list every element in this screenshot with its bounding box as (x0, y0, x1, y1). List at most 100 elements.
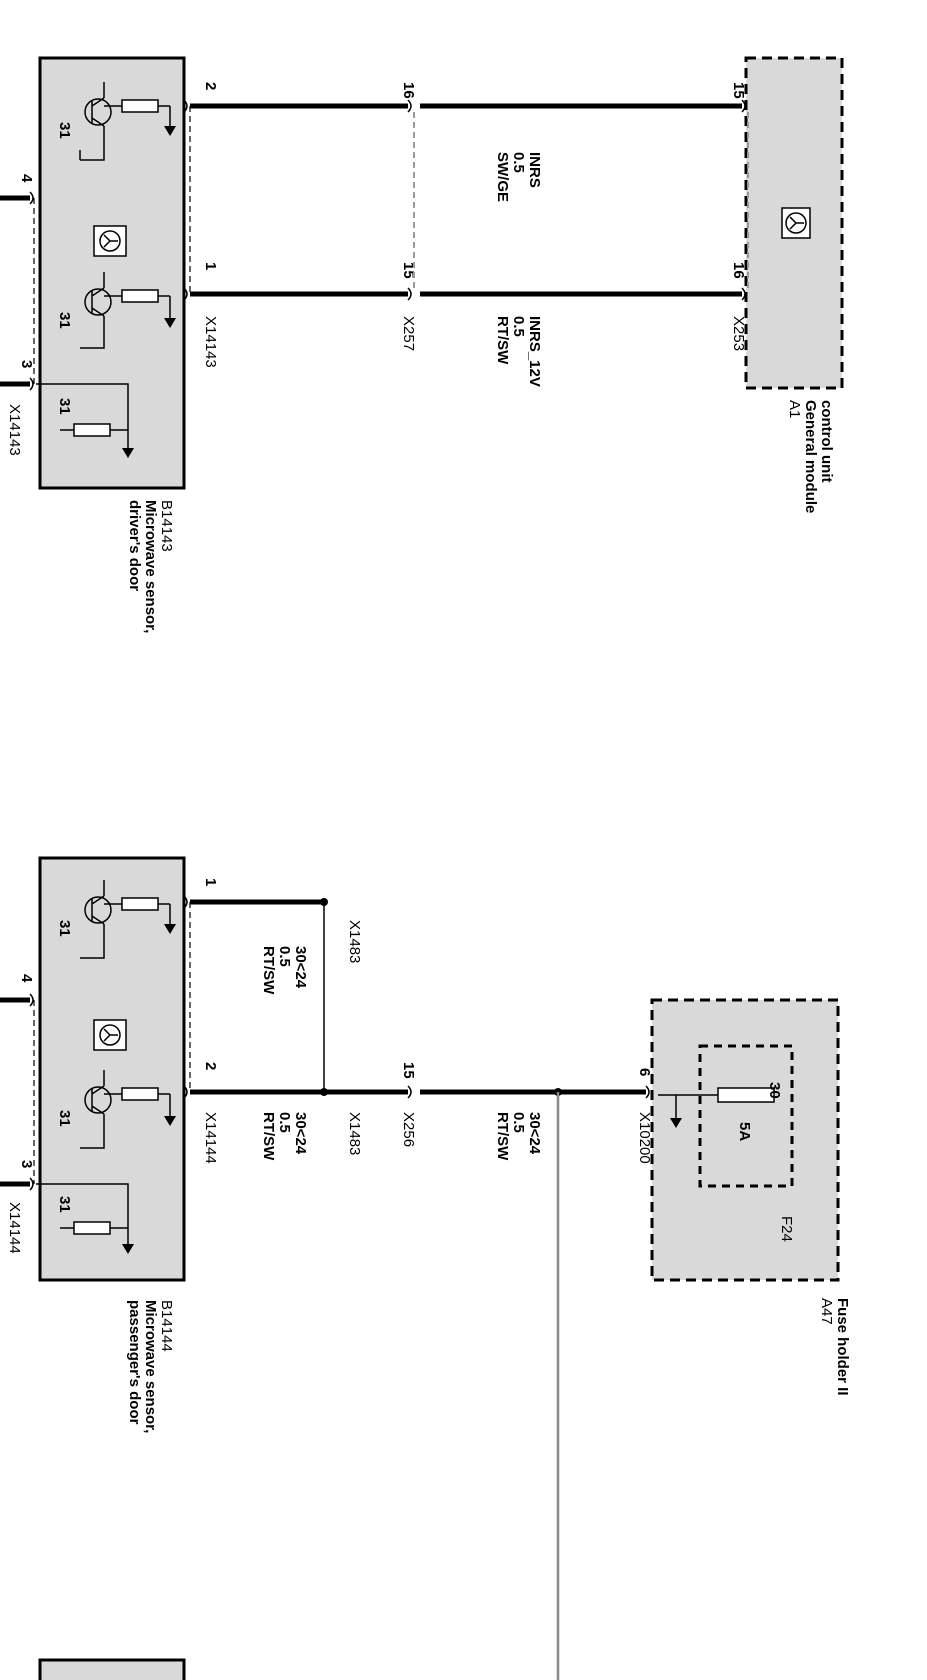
svg-text:X1483: X1483 (346, 920, 363, 963)
svg-text:X14144: X14144 (6, 1202, 23, 1254)
x1483-label-a: X1483 (346, 920, 363, 963)
b14143-pin-bottom: 1 (202, 262, 219, 270)
svg-text:15: 15 (400, 1062, 417, 1079)
svg-text:X14143: X14143 (202, 316, 219, 368)
svg-text:Microwave sensor,: Microwave sensor, (142, 1300, 159, 1433)
svg-text:15: 15 (400, 262, 417, 279)
svg-text:3: 3 (18, 360, 35, 368)
svg-text:30<24: 30<24 (526, 1112, 543, 1155)
wire-30-24-pin1[interactable] (190, 898, 328, 1092)
svg-text:B14143: B14143 (158, 500, 175, 552)
a1-pin-bottom: 16 (730, 262, 747, 279)
wire-inrs-12v-label: INRS_12V 0.5 RT/SW (494, 316, 543, 387)
svg-text:RT/SW: RT/SW (494, 1112, 511, 1161)
resistor-icon (36, 1183, 134, 1254)
svg-text:Microwave sensor,: Microwave sensor, (142, 500, 159, 633)
svg-text:X14144: X14144 (202, 1112, 219, 1164)
svg-text:0.5: 0.5 (510, 1112, 527, 1133)
wire-inrs[interactable] (190, 99, 746, 113)
svg-text:0.5: 0.5 (510, 152, 527, 173)
svg-text:F24: F24 (778, 1216, 795, 1242)
x14144-label-top: X14144 (202, 1112, 219, 1164)
svg-text:1: 1 (202, 262, 219, 270)
b14143-label: B14143 Microwave sensor, driver's door (126, 500, 175, 633)
ground-symbol-icon (93, 225, 127, 257)
svg-text:Fuse holder II: Fuse holder II (834, 1298, 851, 1396)
svg-text:4: 4 (18, 174, 35, 183)
transistor-icon (80, 880, 176, 959)
svg-text:X14143: X14143 (6, 404, 23, 456)
svg-text:X256: X256 (400, 1112, 417, 1147)
b14143-ground-3: 31 (56, 398, 73, 415)
ground-symbol-icon (781, 207, 811, 239)
x257-pin-top: 16 (400, 82, 417, 99)
b14144-pin-bottom: 2 (202, 1062, 219, 1070)
svg-text:15: 15 (730, 82, 747, 99)
svg-text:31: 31 (56, 312, 73, 329)
fuse-icon (658, 1087, 775, 1128)
next-component-partial (38, 1658, 186, 1680)
a1-label: A1 General module control unit (786, 400, 835, 513)
svg-text:31: 31 (56, 398, 73, 415)
wire-inrs-12v[interactable] (190, 287, 746, 301)
b14143-pin-left-upper: 4 (18, 174, 35, 183)
svg-text:RT/SW: RT/SW (260, 946, 277, 995)
svg-text:INRS_12V: INRS_12V (526, 316, 543, 387)
wire-30-24-main[interactable] (190, 1085, 650, 1099)
x257-label: X257 (400, 316, 417, 351)
svg-text:X253: X253 (730, 316, 747, 351)
svg-text:2: 2 (202, 1062, 219, 1070)
wire-30-24-label-a: 30<24 0.5 RT/SW (260, 946, 309, 995)
x1483-label-b: X1483 (346, 1112, 363, 1155)
svg-text:30<24: 30<24 (292, 1112, 309, 1155)
svg-text:31: 31 (56, 920, 73, 937)
svg-text:30<24: 30<24 (292, 946, 309, 989)
svg-text:RT/SW: RT/SW (494, 316, 511, 365)
b14144-sensor[interactable] (36, 856, 186, 1282)
b14143-sensor[interactable] (36, 56, 186, 490)
svg-text:X10200: X10200 (636, 1112, 653, 1164)
svg-text:31: 31 (56, 1110, 73, 1127)
wire-inrs-label: INRS 0.5 SW/GE (494, 152, 543, 202)
b14144-ground-3: 31 (56, 1196, 73, 1213)
x257-pin-bottom: 15 (400, 262, 417, 279)
a1-general-module[interactable] (744, 56, 844, 390)
svg-text:6: 6 (636, 1068, 653, 1076)
b14143-pin-left-lower: 3 (18, 360, 35, 368)
resistor-icon (36, 383, 134, 458)
b14143-ground-1: 31 (56, 122, 73, 139)
svg-text:RT/SW: RT/SW (260, 1112, 277, 1161)
a1-name-2: control unit (818, 400, 835, 483)
svg-text:0.5: 0.5 (510, 316, 527, 337)
transistor-icon (80, 1070, 176, 1149)
svg-text:2: 2 (202, 82, 219, 90)
svg-text:A47: A47 (818, 1298, 835, 1325)
svg-text:16: 16 (400, 82, 417, 99)
b14143-ground-2: 31 (56, 312, 73, 329)
svg-text:B14144: B14144 (158, 1300, 175, 1352)
x14143-label-left: X14143 (6, 404, 23, 456)
svg-text:1: 1 (202, 878, 219, 886)
svg-text:X1483: X1483 (346, 1112, 363, 1155)
svg-text:0.5: 0.5 (276, 946, 293, 967)
x10200-label: X10200 (636, 1112, 653, 1164)
x14143-label-top: X14143 (202, 316, 219, 368)
x253-label: X253 (730, 316, 747, 351)
svg-text:3: 3 (18, 1160, 35, 1168)
a1-pin-top: 15 (730, 82, 747, 99)
transistor-icon (79, 82, 176, 161)
x14144-label-left: X14144 (6, 1202, 23, 1254)
svg-text:31: 31 (56, 1196, 73, 1213)
b14144-label: B14144 Microwave sensor, passenger's doo… (126, 1300, 175, 1433)
svg-text:5A: 5A (736, 1122, 753, 1141)
a47-label: A47 Fuse holder II (818, 1298, 851, 1396)
svg-text:30: 30 (766, 1082, 783, 1099)
a47-fuse-holder[interactable] (650, 998, 840, 1282)
b14143-pin-top: 2 (202, 82, 219, 90)
a1-id: A1 (786, 400, 803, 418)
f24-id: F24 (778, 1216, 795, 1242)
b14144-ground-2: 31 (56, 1110, 73, 1127)
svg-text:SW/GE: SW/GE (494, 152, 511, 202)
svg-text:passenger's door: passenger's door (126, 1300, 143, 1425)
f24-rating: 5A (736, 1122, 753, 1141)
